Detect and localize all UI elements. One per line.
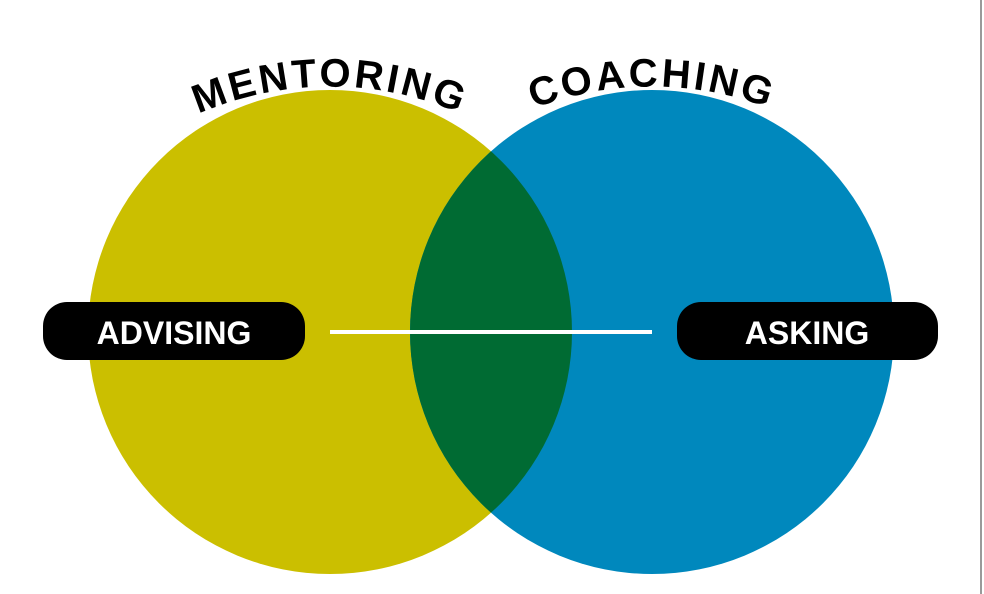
advising-pill (43, 302, 305, 360)
right-border-line (980, 0, 982, 594)
advising-label: ADVISING (97, 315, 252, 351)
overlap-region (410, 90, 572, 574)
asking-label: ASKING (745, 315, 869, 351)
asking-pill (677, 302, 938, 360)
